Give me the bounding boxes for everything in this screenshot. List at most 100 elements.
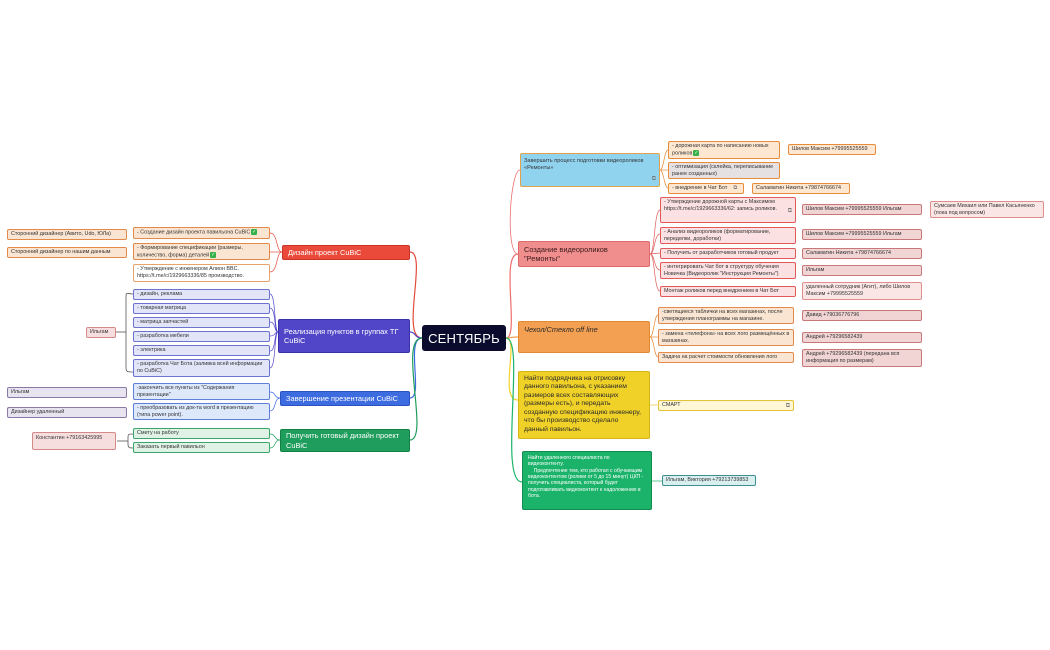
tg-item-3[interactable]: - матрица запчастей <box>133 317 270 328</box>
videos-subitem-3[interactable]: - внедрение в Чат Бот ⧉ <box>668 183 744 194</box>
tg-item-3-text: - матрица запчастей <box>137 319 189 325</box>
videos-item-5-who[interactable]: удаленный сотрудник (Агит), либо Шилов М… <box>802 282 922 300</box>
design-item-1-who-text: Сторонний дизайнер (Авито, Udo, ЮЛа) <box>11 231 111 237</box>
ready-main-node[interactable]: Получить готовый дизайн проект CuBiC <box>280 429 410 452</box>
subitem-2-text: - оптимизация (склейка, перепиcывание ра… <box>672 164 774 177</box>
remote-who-text: Ильгам, Виктория +79213739853 <box>666 477 749 483</box>
check-icon: ✓ <box>210 251 217 258</box>
videos-item-2-text: - Анализ видеороликов (форматирование, п… <box>664 229 771 242</box>
videos-item-4[interactable]: - интегрировать Чат бот в структуру обуч… <box>660 262 796 279</box>
design-item-3-text: - Утверждение с инженером Алион BBC. htt… <box>137 266 245 279</box>
glass-item-2-who-text: Андрей +79296582439 <box>806 334 863 340</box>
videos-item-5-text: Монтаж роликов перед внедрением в Чат Бо… <box>664 288 780 294</box>
design-item-2[interactable]: - Формирование спецификации (размеры, ко… <box>133 243 270 260</box>
tg-main-node[interactable]: Реализация пунктов в группах ТГ CuBiC <box>278 319 410 353</box>
external-link-icon[interactable]: ⧉ <box>733 185 738 191</box>
videos-item-3-text: - Получить от разработчиков готовый прод… <box>664 250 779 256</box>
design-title: Дизайн проект CuBiC <box>288 247 362 257</box>
tg-item-2[interactable]: - товарная матрица <box>133 303 270 314</box>
presentation-main-node[interactable]: Завершение презентации CuBiC <box>280 391 410 406</box>
videos-item-1-who[interactable]: Шилов Максим +79995525559 Ильгам <box>802 204 922 215</box>
remote-main-node[interactable]: Найти удаленного специалиста по видеокон… <box>522 451 652 510</box>
presentation-item-1-who[interactable]: Ильгам <box>7 387 127 398</box>
videos-subtitle-node[interactable]: Завершить процесс подготовки видеоролико… <box>520 153 660 187</box>
videos-main-node[interactable]: Создание видеороликов "Ремонты" <box>518 241 650 267</box>
videos-subtitle: Завершить процесс подготовки видеоролико… <box>524 158 644 171</box>
contractor-child[interactable]: СМАРТ⧉ <box>658 400 794 411</box>
videos-item-3[interactable]: - Получить от разработчиков готовый прод… <box>660 248 796 259</box>
design-item-3[interactable]: - Утверждение с инженером Алион BBC. htt… <box>133 264 270 282</box>
videos-item-4-who[interactable]: Ильгам <box>802 265 922 276</box>
glass-item-1-who[interactable]: Давид +79036776796 <box>802 310 922 321</box>
videos-item-1-extra-text: Сумсаев Михаил или Павел Касьяненко (пок… <box>934 203 1035 216</box>
external-link-icon[interactable]: ⧉ <box>651 175 656 182</box>
check-icon: ✓ <box>251 229 258 235</box>
videos-item-1[interactable]: - Утверждение дорожной карты с Максимом … <box>660 197 796 223</box>
tg-item-6[interactable]: - разработка Чат Бота (заливка всей инфо… <box>133 359 270 377</box>
tg-who-text: Ильгам <box>90 329 109 335</box>
tg-item-1[interactable]: - дизайн, реклама <box>133 289 270 300</box>
ready-who-text: Константин +79163425995 <box>36 435 103 441</box>
glass-title: Чехол/Стекло off line <box>524 325 598 334</box>
ready-item-2-text: Заказать первый павильон <box>137 444 205 450</box>
design-item-2-text: - Формирование спецификации (размеры, ко… <box>137 245 243 259</box>
presentation-item-2[interactable]: - преобразовать из док-та word в презент… <box>133 403 270 420</box>
center-label: СЕНТЯБРЬ <box>428 330 500 346</box>
videos-item-1-who-text: Шилов Максим +79995525559 Ильгам <box>806 206 902 212</box>
videos-item-2-who[interactable]: Шилов Максим +79995525559 Ильгам <box>802 229 922 240</box>
glass-item-2[interactable]: - замена «телефона» на всех лого размещё… <box>658 329 794 346</box>
videos-subitem-3-who[interactable]: Саламатин Никита +79874766674 <box>752 183 850 194</box>
check-icon: ✓ <box>693 149 700 156</box>
external-link-icon[interactable]: ⧉ <box>787 208 792 214</box>
videos-item-4-text: - интегрировать Чат бот в структуру обуч… <box>664 264 779 277</box>
ready-item-1-text: Смету на работу <box>137 430 179 436</box>
design-item-1-text: - Создание дизайн проекта павильона CuBi… <box>137 229 251 236</box>
external-link-icon[interactable]: ⧉ <box>785 403 790 409</box>
videos-item-2-who-text: Шилов Максим +79995525559 Ильгам <box>806 231 902 237</box>
tg-title: Реализация пунктов в группах ТГ CuBiC <box>284 326 399 345</box>
tg-item-4-text: - разработка мебели <box>137 333 189 339</box>
glass-item-3-who-text: Андрей +79296582439 (передана вся информ… <box>806 351 900 364</box>
ready-who[interactable]: Константин +79163425995 <box>32 432 116 450</box>
glass-item-3-who[interactable]: Андрей +79296582439 (передана вся информ… <box>802 349 922 367</box>
videos-item-3-who-text: Саламатин Никита +79874766674 <box>806 250 891 256</box>
design-item-1[interactable]: - Создание дизайн проекта павильона CuBi… <box>133 227 270 239</box>
subitem-3-text: - внедрение в Чат Бот <box>672 185 728 191</box>
remote-title: Найти удаленного специалиста по видеокон… <box>528 455 644 500</box>
tg-item-4[interactable]: - разработка мебели <box>133 331 270 342</box>
glass-item-1-who-text: Давид +79036776796 <box>806 312 860 318</box>
design-item-2-who[interactable]: Сторонний дизайнер по нашим данным <box>7 247 127 258</box>
subitem-1-who: Шилов Максим +79995525559 <box>792 146 868 152</box>
videos-subitem-2[interactable]: - оптимизация (склейка, перепиcывание ра… <box>668 162 780 179</box>
videos-subitem-1-who[interactable]: Шилов Максим +79995525559 <box>788 144 876 155</box>
presentation-item-1[interactable]: -закончить все пункты из "Содержания пре… <box>133 383 270 400</box>
videos-item-2[interactable]: - Анализ видеороликов (форматирование, п… <box>660 227 796 244</box>
ready-item-1[interactable]: Смету на работу <box>133 428 270 439</box>
tg-item-2-text: - товарная матрица <box>137 305 187 311</box>
presentation-item-2-text: - преобразовать из док-та word в презент… <box>137 405 254 418</box>
subitem-1-text: - дорожная карта по написанию новых роли… <box>672 143 769 157</box>
presentation-title: Завершение презентации CuBiC <box>286 393 398 403</box>
videos-item-4-who-text: Ильгам <box>806 267 825 273</box>
design-main-node[interactable]: Дизайн проект CuBiC <box>282 245 410 260</box>
videos-title: Создание видеороликов "Ремонты" <box>524 244 608 263</box>
design-item-1-who[interactable]: Сторонний дизайнер (Авито, Udo, ЮЛа) <box>7 229 127 240</box>
glass-item-1[interactable]: -светящиеся таблички на всех магазинах, … <box>658 307 794 324</box>
glass-item-3[interactable]: Задача на расчет стоимости обновления ло… <box>658 352 794 363</box>
ready-item-2[interactable]: Заказать первый павильон <box>133 442 270 453</box>
glass-item-2-who[interactable]: Андрей +79296582439 <box>802 332 922 343</box>
tg-item-6-text: - разработка Чат Бота (заливка всей инфо… <box>137 361 263 374</box>
videos-item-3-who[interactable]: Саламатин Никита +79874766674 <box>802 248 922 259</box>
center-node[interactable]: СЕНТЯБРЬ <box>422 325 506 351</box>
contractor-main-node[interactable]: Найти подрядчика на отрисовку данного па… <box>518 371 650 439</box>
remote-who[interactable]: Ильгам, Виктория +79213739853 <box>662 475 756 486</box>
tg-item-5[interactable]: - электрика <box>133 345 270 356</box>
glass-main-node[interactable]: Чехол/Стекло off line <box>518 321 650 353</box>
videos-item-1-extra[interactable]: Сумсаев Михаил или Павел Касьяненко (пок… <box>930 201 1044 218</box>
videos-item-5-who-text: удаленный сотрудник (Агит), либо Шилов М… <box>806 284 911 297</box>
videos-item-5[interactable]: Монтаж роликов перед внедрением в Чат Бо… <box>660 286 796 297</box>
presentation-item-2-who[interactable]: Дизайнер удаленный <box>7 407 127 418</box>
tg-who[interactable]: Ильгам <box>86 327 116 338</box>
presentation-item-2-who-text: Дизайнер удаленный <box>11 409 65 415</box>
videos-subitem-1[interactable]: - дорожная карта по написанию новых роли… <box>668 141 780 159</box>
